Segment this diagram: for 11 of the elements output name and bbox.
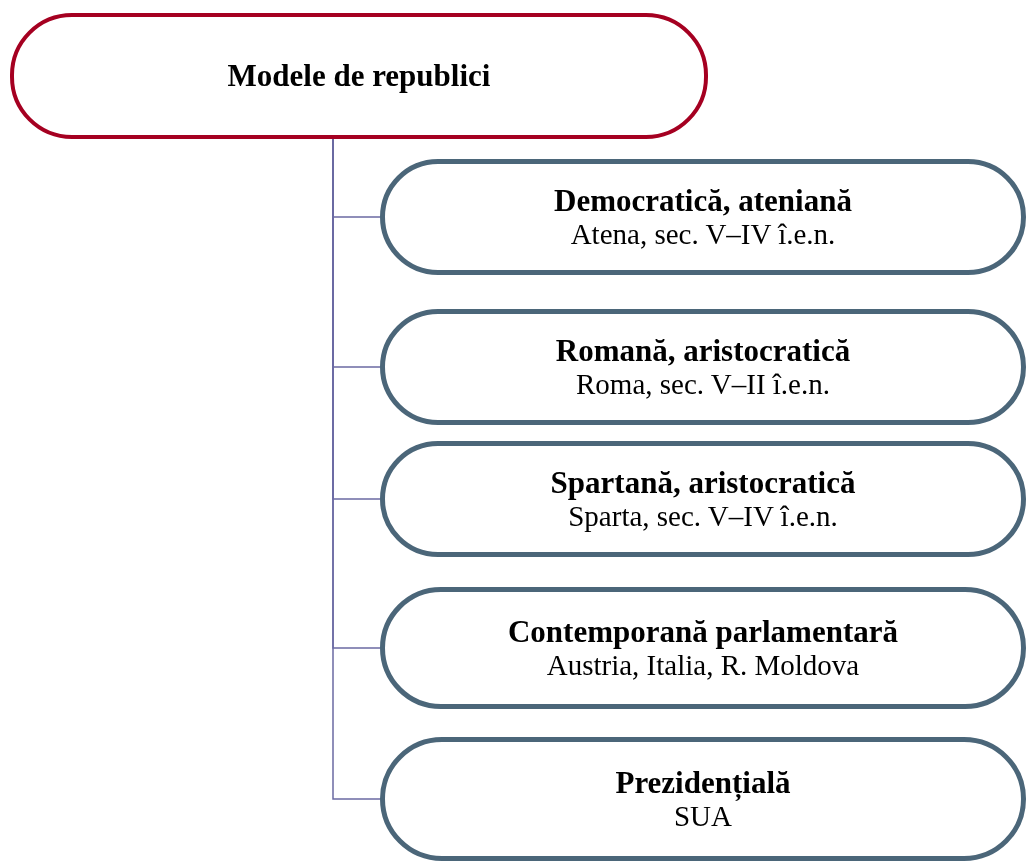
- box-text: Austria, Italia, R. Moldova: [546, 649, 860, 683]
- box-text: Sparta, sec. V–IV î.e.n.: [568, 500, 838, 534]
- box-text: SUA: [674, 800, 732, 834]
- box-heading: Spartană, aristocratică: [550, 464, 856, 501]
- box-heading: Democratică, ateniană: [554, 182, 852, 219]
- box-heading: Contemporană parlamentară: [507, 613, 898, 650]
- box-heading: Romană, aristocratică: [555, 332, 851, 369]
- box-text: Atena, sec. V–IV î.e.n.: [570, 218, 836, 252]
- box-heading: Modele de republici: [227, 58, 491, 94]
- box-text: Roma, sec. V–II î.e.n.: [576, 368, 830, 402]
- box-heading: Prezidențială: [615, 764, 791, 801]
